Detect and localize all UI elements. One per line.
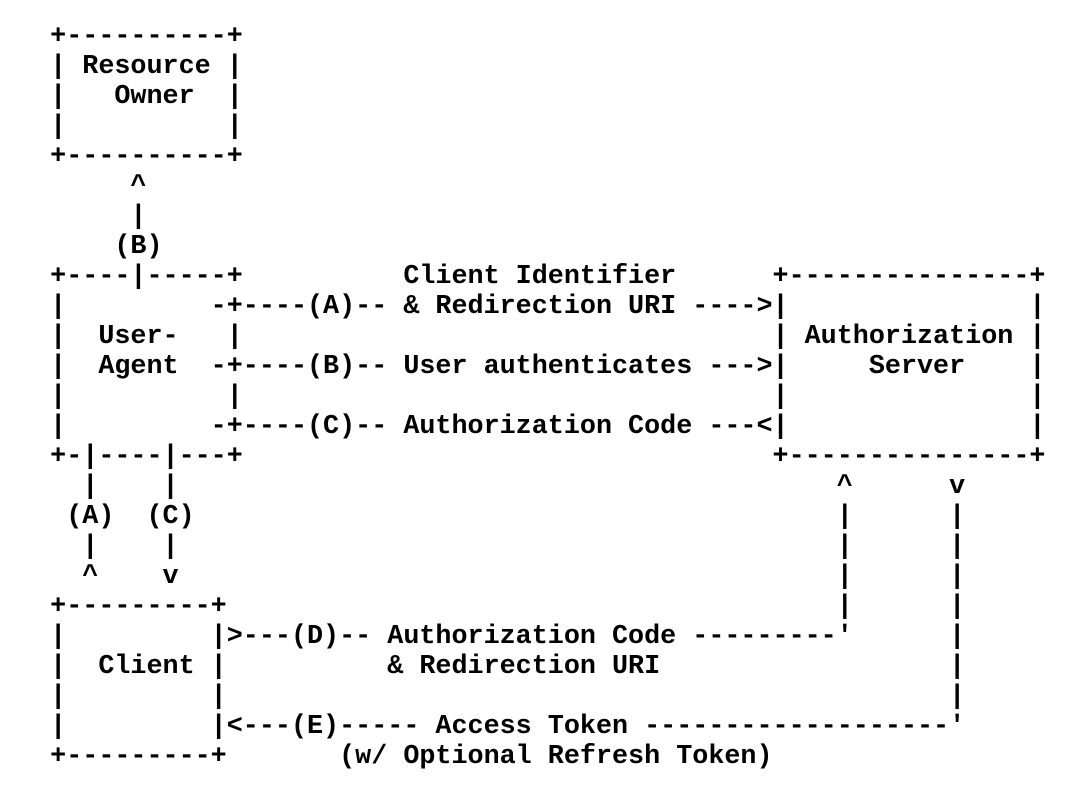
ascii-flow-figure: +----------+ | Resource | | Owner | | | … (50, 22, 1046, 772)
